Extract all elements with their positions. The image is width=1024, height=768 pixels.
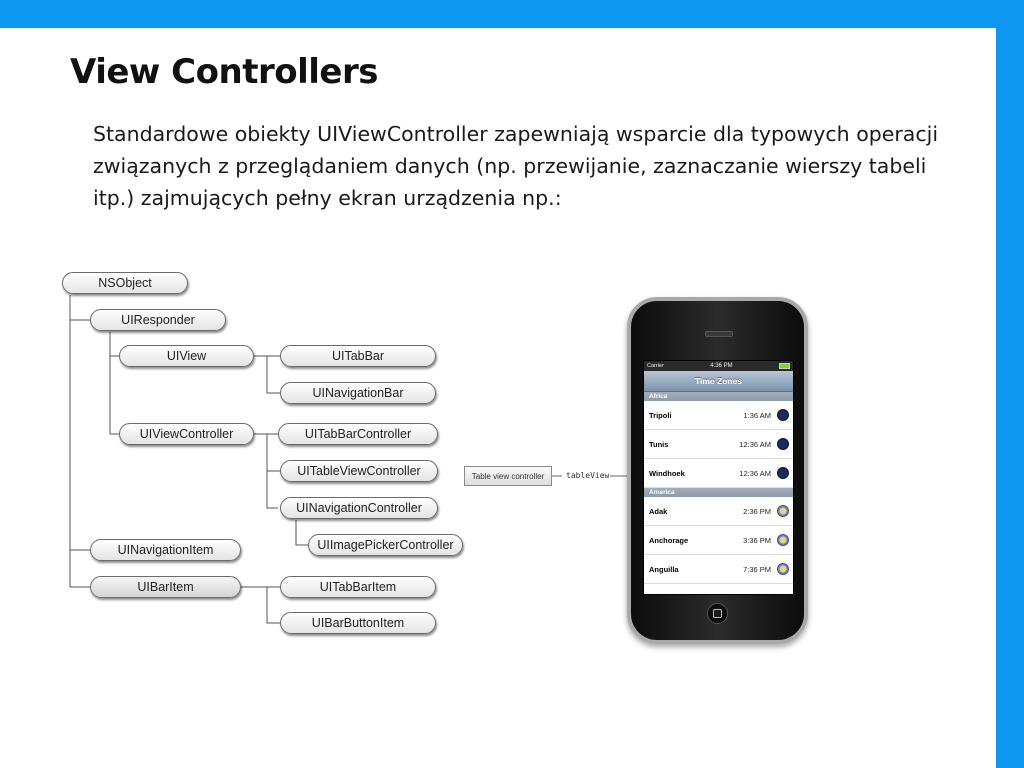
table-row[interactable]: Tunis 12:36 AM xyxy=(644,430,793,459)
table-row[interactable]: Tripoli 1:36 AM xyxy=(644,401,793,430)
time-label: 2:36 PM xyxy=(743,506,771,516)
table-row[interactable]: Anguilla 7:36 PM xyxy=(644,555,793,584)
night-clock-icon xyxy=(777,467,789,479)
table-row[interactable]: Windhoek 12:36 AM xyxy=(644,459,793,488)
node-uiresponder: UIResponder xyxy=(90,309,226,331)
node-nsobject: NSObject xyxy=(62,272,188,294)
node-uinavigationbar: UINavigationBar xyxy=(280,382,436,404)
top-accent-bar xyxy=(0,0,1024,28)
city-label: Tunis xyxy=(649,439,669,449)
table-view-outlet-label: tableView xyxy=(566,471,610,480)
status-bar: Carrier 4:36 PM xyxy=(644,361,793,371)
time-label: 12:36 AM xyxy=(739,439,771,449)
speaker-grille xyxy=(705,331,733,337)
node-uiviewcontroller: UIViewController xyxy=(119,423,254,445)
city-label: Anchorage xyxy=(649,535,689,545)
iphone-screen: Carrier 4:36 PM Time Zones Africa Tripol… xyxy=(643,360,794,595)
time-label: 12:36 AM xyxy=(739,468,771,478)
section-header-america: America xyxy=(644,488,793,497)
day-clock-icon xyxy=(777,505,789,517)
night-clock-icon xyxy=(777,438,789,450)
home-square-icon xyxy=(713,609,722,618)
node-uibaritem: UIBarItem xyxy=(90,576,241,598)
day-clock-icon xyxy=(777,534,789,546)
city-label: Tripoli xyxy=(649,410,672,420)
navigation-bar-title: Time Zones xyxy=(644,371,793,392)
night-clock-icon xyxy=(777,409,789,421)
time-label: 1:36 AM xyxy=(743,410,771,420)
table-view-controller-callout: Table view controller xyxy=(464,466,552,486)
node-uinavigationcontroller: UINavigationController xyxy=(280,497,438,519)
battery-icon xyxy=(778,363,790,369)
status-time: 4:36 PM xyxy=(710,363,733,369)
time-label: 7:36 PM xyxy=(743,564,771,574)
table-row-partial xyxy=(644,584,793,594)
right-accent-bar xyxy=(996,28,1024,768)
slide-body-text: Standardowe obiekty UIViewController zap… xyxy=(93,122,939,210)
day-clock-icon xyxy=(777,563,789,575)
iphone-mockup: Carrier 4:36 PM Time Zones Africa Tripol… xyxy=(627,297,808,644)
node-uiview: UIView xyxy=(119,345,254,367)
node-uibarbuttonitem: UIBarButtonItem xyxy=(280,612,436,634)
table-row[interactable]: Anchorage 3:36 PM xyxy=(644,526,793,555)
table-row[interactable]: Adak 2:36 PM xyxy=(644,497,793,526)
slide-title: View Controllers xyxy=(70,52,378,92)
node-uiimagepickercontroller: UIImagePickerController xyxy=(308,534,463,556)
time-label: 3:36 PM xyxy=(743,535,771,545)
node-uitabbaritem: UITabBarItem xyxy=(280,576,436,598)
city-label: Windhoek xyxy=(649,468,685,478)
node-uitabbar: UITabBar xyxy=(280,345,436,367)
node-uitableviewcontroller: UITableViewController xyxy=(280,460,438,482)
city-label: Anguilla xyxy=(649,564,679,574)
node-uitabbarcontroller: UITabBarController xyxy=(278,423,438,445)
section-header-africa: Africa xyxy=(644,392,793,401)
city-label: Adak xyxy=(649,506,668,516)
home-button xyxy=(707,603,728,624)
carrier-label: Carrier xyxy=(647,363,664,369)
node-uinavigationitem: UINavigationItem xyxy=(90,539,241,561)
